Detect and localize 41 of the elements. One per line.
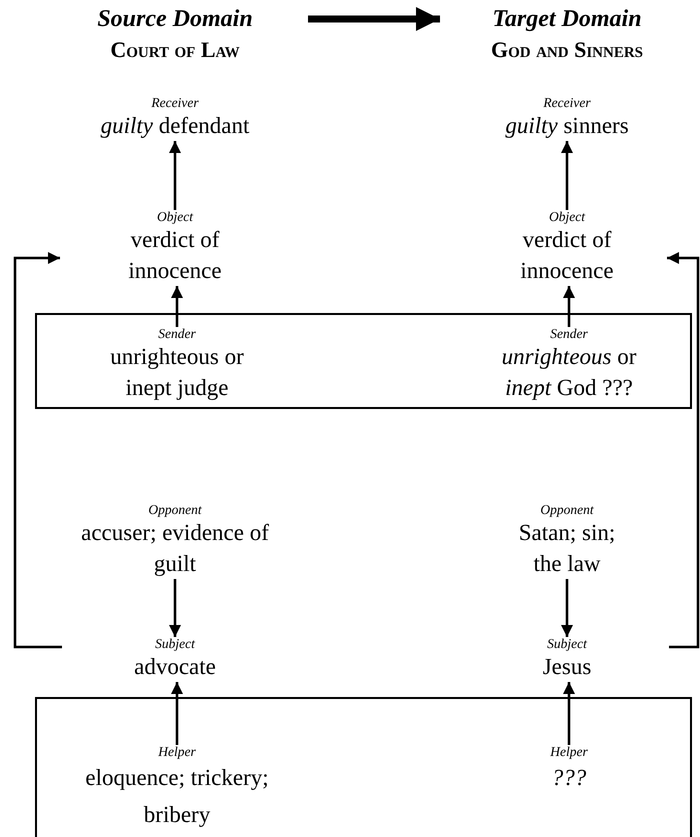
role-text: Satan; sin; the law	[518, 519, 616, 578]
role-label: Subject	[547, 637, 587, 651]
arrow	[563, 682, 575, 745]
role-label: Sender	[158, 327, 196, 341]
role-label: Sender	[550, 327, 588, 341]
domain-subheading: God and Sinners	[490, 36, 644, 64]
arrow	[561, 579, 573, 637]
role-text: verdict of innocence	[519, 226, 615, 285]
role-text: unrighteous or inept judge	[109, 343, 245, 402]
arrow	[169, 579, 181, 637]
arrow	[169, 141, 181, 210]
domain-heading: Source Domain	[97, 5, 253, 34]
arrow	[14, 252, 62, 648]
domain-heading: Target Domain	[492, 5, 642, 34]
role-text: ???	[550, 764, 588, 792]
role-text: unrighteous or inept God ???	[500, 343, 638, 402]
role-label: Opponent	[148, 503, 202, 517]
role-label: Object	[549, 210, 585, 224]
arrow	[563, 286, 575, 327]
role-text: verdict of innocence	[127, 226, 223, 285]
role-label: Helper	[158, 745, 196, 759]
arrow	[667, 252, 700, 648]
role-label: Object	[157, 210, 193, 224]
role-label: Receiver	[543, 96, 591, 110]
role-label: Receiver	[151, 96, 199, 110]
domain-subheading: Court of Law	[110, 36, 240, 64]
role-text: eloquence; trickery; bribery	[84, 764, 270, 829]
role-text: Jesus	[542, 653, 592, 681]
arrow	[171, 682, 183, 745]
role-text: guilty sinners	[504, 112, 630, 140]
arrow	[561, 141, 573, 210]
role-text: advocate	[133, 653, 217, 681]
role-text: guilty defendant	[100, 112, 250, 140]
group-frame	[35, 697, 692, 837]
role-label: Helper	[550, 745, 588, 759]
role-text: accuser; evidence of guilt	[80, 519, 270, 578]
group-frame	[35, 313, 692, 409]
arrow	[171, 286, 183, 327]
bold-arrow	[308, 7, 440, 31]
role-label: Opponent	[540, 503, 594, 517]
role-label: Subject	[155, 637, 195, 651]
